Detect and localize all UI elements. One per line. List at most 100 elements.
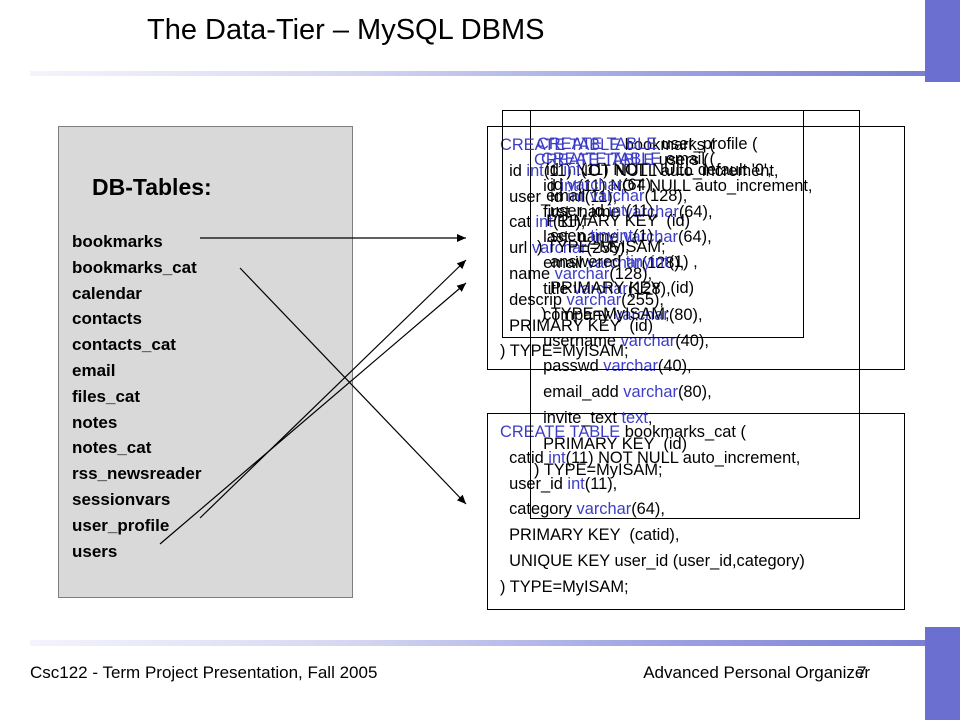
sql-keyword: int <box>526 161 544 180</box>
table-name-item: notes_cat <box>72 438 152 458</box>
sql-text: (11) NOT NULL auto_increment, <box>577 176 813 195</box>
sql-keyword: int <box>548 448 566 467</box>
sql-keyword: varchar <box>573 279 628 298</box>
sql-keyword: tinyint <box>590 227 634 246</box>
sql-text: ) TYPE=MyISAM; <box>500 342 629 361</box>
table-name-item: email <box>72 360 116 380</box>
table-name-item: bookmarks <box>72 232 163 251</box>
sql-text: (64), <box>677 228 712 247</box>
sql-text: id <box>500 161 527 180</box>
sql-code-email: CREATE TABLE email ( id varchar(64), use… <box>541 147 715 328</box>
sql-text: (128), <box>609 264 653 283</box>
arrow-bookmarks-cat <box>239 267 467 505</box>
sql-text: user_id <box>500 187 568 206</box>
sql-text: (80), <box>677 383 712 402</box>
sql-text: PRIMARY KEY (id) <box>500 316 654 335</box>
sql-text: (64), <box>622 175 656 194</box>
table-name-item: notes <box>72 412 118 432</box>
table-name-item: rss_newsreader <box>72 464 202 484</box>
sql-keyword: varchar <box>623 383 678 402</box>
sql-text: bookmarks_cat ( <box>624 423 746 441</box>
sql-text: title <box>534 279 574 298</box>
sql-text: (11) NOT NULL default '0', <box>580 160 772 179</box>
table-name-item: bookmarks_cat <box>72 257 197 277</box>
sql-text: cat <box>500 213 536 232</box>
sql-keyword: int <box>608 201 626 220</box>
sql-text: id <box>534 176 561 195</box>
sql-text: (11), <box>584 187 618 206</box>
table-name-item: contacts_cat <box>72 335 176 355</box>
sql-text: descrip <box>500 290 567 309</box>
sql-text: PRIMARY KEY (id) <box>534 434 688 453</box>
sql-text: (40), <box>657 357 692 376</box>
sql-text: users ( <box>658 151 709 169</box>
sql-code-bookmarks-cat: CREATE TABLE bookmarks_cat ( catid int(1… <box>500 420 805 601</box>
sql-text: (1) , <box>668 253 698 272</box>
sql-code-users: CREATE TABLE users ( id int(11) NOT NULL… <box>534 148 812 483</box>
sql-text: (255), <box>586 239 630 258</box>
sql-text: PRIMARY KEY (id) <box>537 212 691 231</box>
sql-text: PRIMARY KEY (id) <box>541 278 695 297</box>
sql-text: (255), <box>621 290 664 309</box>
page-number: 7 <box>857 663 867 682</box>
sql-text: (64), <box>631 500 665 519</box>
sql-text: passwd <box>534 357 604 376</box>
arrow-user-profile <box>199 259 467 519</box>
sql-text: user_id <box>500 474 568 493</box>
sql-text: (128), <box>641 254 685 273</box>
sql-code-bookmarks: CREATE TABLE bookmarks ( id int(11) NOT … <box>500 133 778 365</box>
sql-box-email: CREATE TABLE email ( id varchar(64), use… <box>502 110 804 338</box>
table-name-item: files_cat <box>72 386 141 406</box>
sql-text: username <box>534 331 621 350</box>
sql-text: id <box>541 175 568 194</box>
sql-text: last_name <box>534 228 624 247</box>
sql-text: first_name <box>534 202 625 221</box>
sql-text: (11), <box>584 474 618 493</box>
db-tables-panel <box>58 126 353 598</box>
sql-text: UNIQUE KEY user_id (user_id,category) <box>500 551 805 570</box>
sql-text: catid <box>500 448 549 467</box>
sql-text: seen <box>541 227 591 246</box>
sql-text: category <box>500 500 577 519</box>
sql-text: (128), <box>627 279 671 298</box>
sql-text: (11), <box>552 213 586 232</box>
sql-text: ) TYPE=MyISAM; <box>537 238 666 257</box>
sql-text: user_id <box>541 201 609 220</box>
sql-text: , <box>647 408 653 427</box>
sql-code-user-profile: CREATE TABLE user_profile ( id int(11) N… <box>537 132 772 261</box>
sql-box-bookmarks-cat: CREATE TABLE bookmarks_cat ( catid int(1… <box>487 413 905 610</box>
sql-keyword: int <box>567 187 585 206</box>
sql-keyword: varchar <box>603 357 658 376</box>
sql-text: invite_text <box>534 408 622 427</box>
table-name-item: user_profile <box>72 515 170 535</box>
sql-text: (128), <box>644 186 688 205</box>
sql-keyword: varchar <box>589 186 645 205</box>
sql-keyword: int <box>560 176 578 195</box>
sql-keyword: varchar <box>586 254 642 273</box>
footer-project: Advanced Personal Organizer <box>643 663 870 682</box>
sql-text: (64), <box>678 202 713 221</box>
footer-rule <box>30 640 925 646</box>
sql-box-user-profile: CREATE TABLE user_profile ( id int(11) N… <box>502 130 804 330</box>
sql-text: bookmarks ( <box>624 136 715 154</box>
db-table-list: bookmarks bookmarks_cat calendar contact… <box>72 229 201 564</box>
title-rule <box>30 71 925 76</box>
title-accent-block <box>925 0 960 82</box>
sql-keyword: varchar <box>620 331 676 350</box>
footer-accent-block <box>925 627 960 720</box>
footer-course: Csc122 - Term Project Presentation, Fall… <box>30 663 378 682</box>
sql-text: (11) NOT NULL auto_increment, <box>565 448 801 467</box>
sql-box-users: CREATE TABLE users ( id int(11) NOT NULL… <box>530 110 860 519</box>
sql-text: company <box>534 305 615 324</box>
sql-text: name <box>500 264 555 283</box>
sql-text: ) TYPE=MyISAM; <box>534 460 663 479</box>
sql-text: (1) , <box>633 227 663 246</box>
sql-keyword: varchar <box>576 500 632 519</box>
sql-keyword: varchar <box>614 305 669 324</box>
sql-text: email <box>534 254 587 273</box>
sql-keyword: varchar <box>566 290 622 309</box>
table-name-item: calendar <box>72 283 142 303</box>
sql-keyword: varchar <box>623 228 678 247</box>
sql-text: (40), <box>675 331 709 350</box>
